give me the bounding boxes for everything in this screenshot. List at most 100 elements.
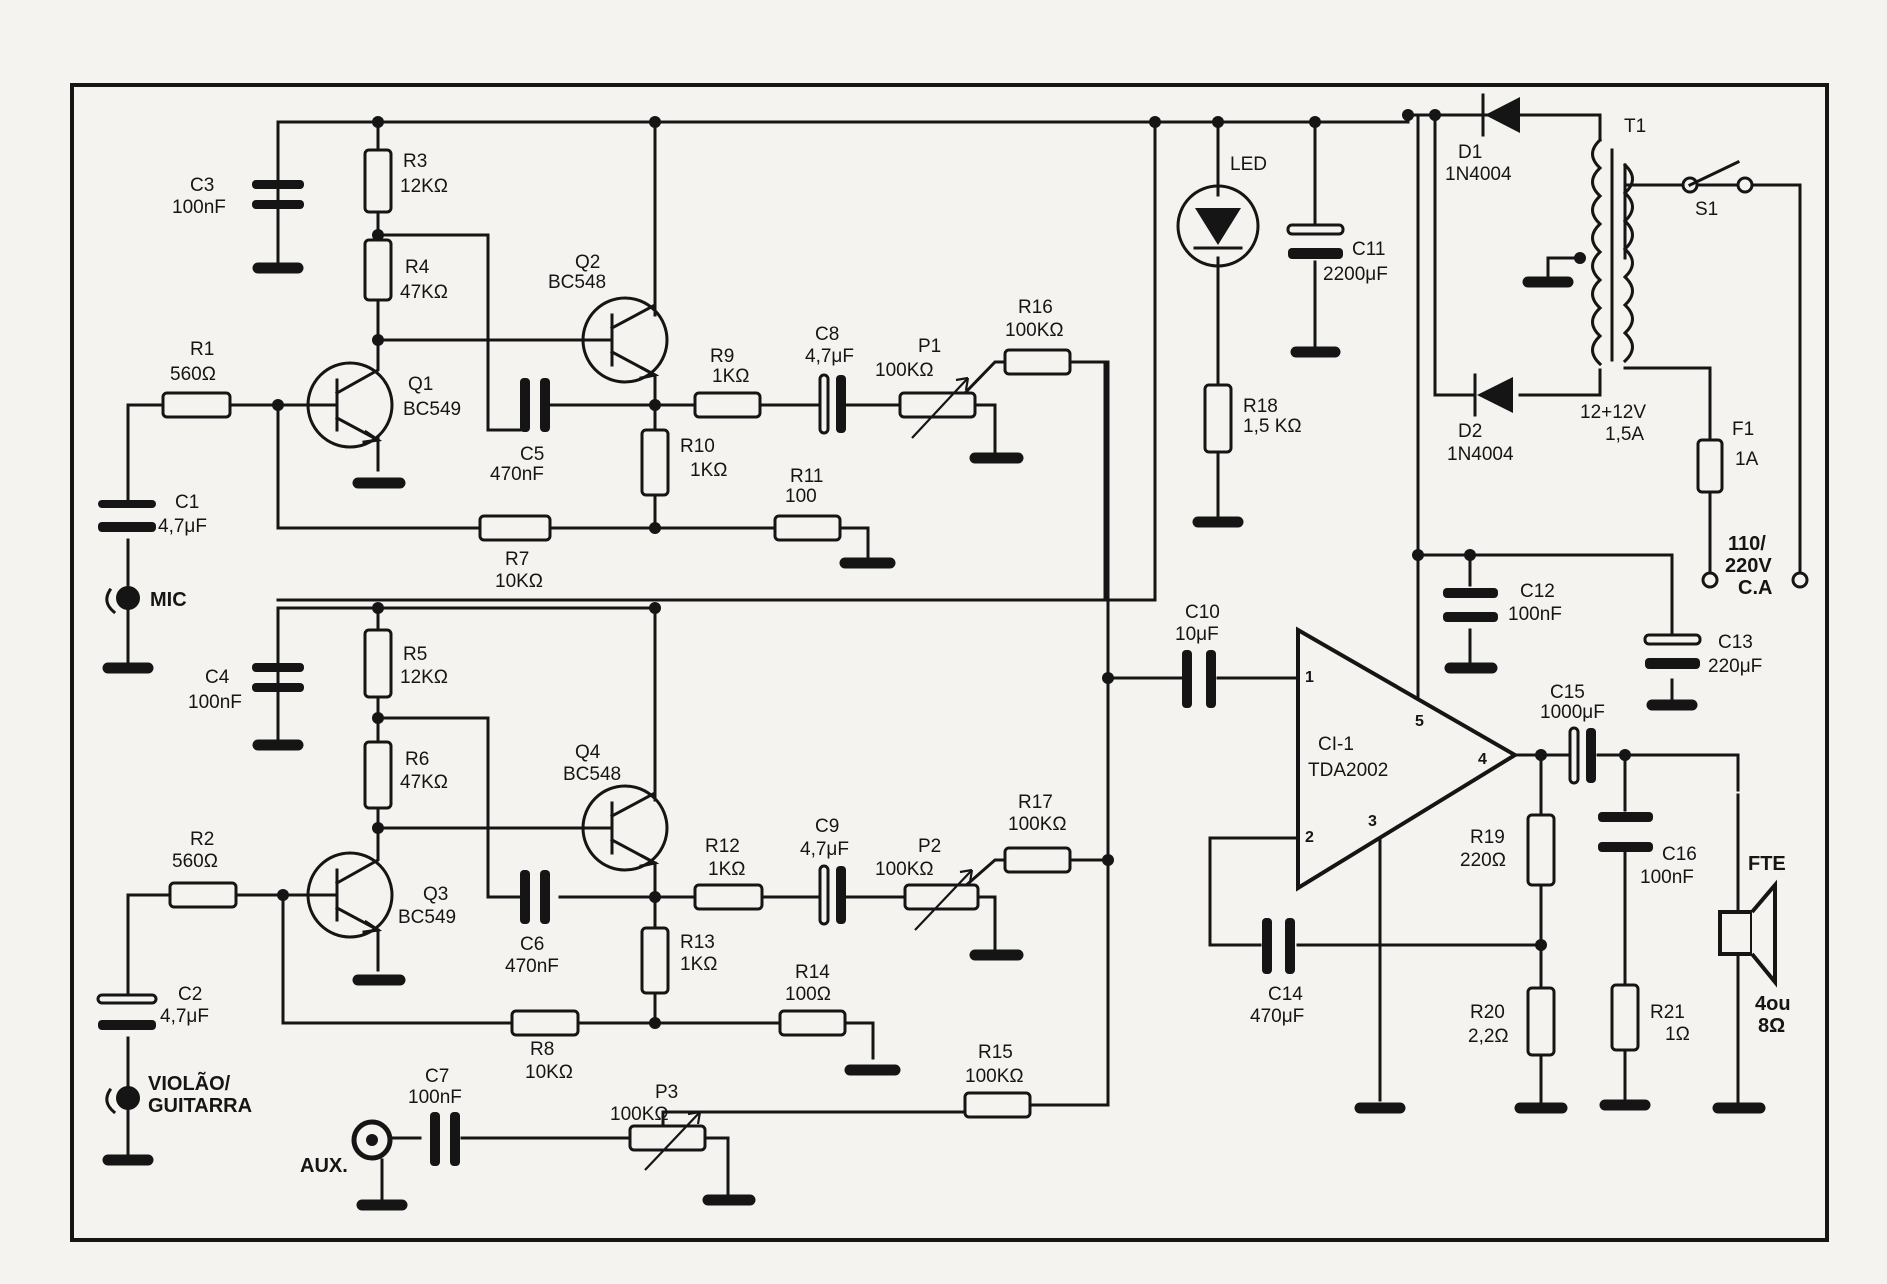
F1-value: 1A [1735, 449, 1759, 470]
R19-value: 220Ω [1460, 850, 1506, 871]
R17-value: 100KΩ [1008, 814, 1067, 835]
C9-value: 4,7μF [800, 839, 849, 860]
capacitor-C4 [252, 663, 304, 672]
resistor-R15 [963, 1091, 1032, 1119]
C13-value: 220μF [1708, 656, 1762, 677]
transistor-Q2 [581, 268, 669, 407]
C9-ref: C9 [815, 816, 839, 837]
R10-value: 1KΩ [690, 460, 727, 481]
R20-value: 2,2Ω [1468, 1026, 1509, 1047]
led-indicator [1176, 184, 1260, 268]
C12-ref: C12 [1520, 581, 1555, 602]
D2-value: 1N4004 [1447, 444, 1514, 465]
transistor-Q3 [303, 826, 394, 939]
resistor-R21 [1610, 983, 1640, 1052]
C16-value: 100nF [1640, 867, 1694, 888]
P1-value: 100KΩ [875, 360, 934, 381]
capacitor-C13 [1643, 633, 1702, 646]
R17-ref: R17 [1018, 792, 1053, 813]
capacitor-C11 [1286, 223, 1345, 236]
Q2-value: BC548 [548, 272, 606, 293]
led-label: LED [1230, 154, 1267, 175]
C3-value: 100nF [172, 197, 226, 218]
C1-ref: C1 [175, 492, 199, 513]
capacitor-C12 [1443, 588, 1498, 598]
T1-value2: 1,5A [1605, 424, 1644, 445]
C14-ref: C14 [1268, 984, 1303, 1005]
junction-dots [272, 109, 1631, 1029]
resistor-R9 [693, 391, 762, 419]
resistor-R7 [478, 514, 552, 542]
R18-ref: R18 [1243, 396, 1278, 417]
mains-label-2: 220V [1725, 555, 1772, 577]
R6-value: 47KΩ [400, 772, 448, 793]
C8-ref: C8 [815, 324, 839, 345]
resistor-R4 [363, 238, 393, 302]
R3-ref: R3 [403, 151, 427, 172]
resistor-R13 [640, 926, 670, 995]
capacitor-C14 [1262, 918, 1272, 974]
R5-value: 12KΩ [400, 667, 448, 688]
C3-ref: C3 [190, 175, 214, 196]
capacitor-C5 [520, 378, 530, 432]
R12-ref: R12 [705, 836, 740, 857]
resistor-R18 [1203, 383, 1233, 454]
Q1-ref: Q1 [408, 374, 433, 395]
R11-ref: R11 [790, 466, 823, 487]
R3-value: 12KΩ [400, 176, 448, 197]
resistor-R5 [363, 628, 393, 699]
 [903, 883, 980, 911]
resistor-R6 [363, 740, 393, 810]
R5-ref: R5 [403, 644, 427, 665]
ic-pin-4: 4 [1478, 751, 1487, 768]
R4-value: 47KΩ [400, 282, 448, 303]
C6-value: 470nF [505, 956, 559, 977]
D1-value: 1N4004 [1445, 164, 1512, 185]
ic-ref: CI-1 [1318, 734, 1354, 755]
C15-ref: C15 [1550, 682, 1585, 703]
guitar-jack-icon [105, 1086, 140, 1162]
R15-value: 100KΩ [965, 1066, 1024, 1087]
resistor-R14 [778, 1009, 847, 1037]
potentiometer-P1 [898, 376, 977, 439]
R15-ref: R15 [978, 1042, 1013, 1063]
transistor-Q4 [581, 758, 669, 899]
resistor-R10 [640, 428, 670, 497]
R10-ref: R10 [680, 436, 715, 457]
mains-terminal-1 [1701, 571, 1719, 589]
R16-ref: R16 [1018, 297, 1053, 318]
capacitor-C7 [430, 1112, 440, 1166]
R11-value: 100 [785, 486, 817, 507]
R9-ref: R9 [710, 346, 734, 367]
capacitor-C16 [1598, 812, 1653, 822]
speaker-label-1: 4ou [1755, 993, 1791, 1015]
C2-ref: C2 [178, 984, 202, 1005]
R1-value: 560Ω [170, 364, 216, 385]
resistor-R11 [773, 514, 842, 542]
D2-ref: D2 [1458, 421, 1482, 442]
P3-value: 100KΩ [610, 1104, 669, 1125]
R6-ref: R6 [405, 749, 429, 770]
R14-value: 100Ω [785, 984, 831, 1005]
R8-ref: R8 [530, 1039, 554, 1060]
P3-ref: P3 [655, 1082, 678, 1103]
aux-label: AUX. [300, 1155, 348, 1177]
Q4-ref: Q4 [575, 742, 601, 763]
speaker-ref: FTE [1748, 853, 1786, 875]
ic-pin-1: 1 [1305, 669, 1314, 686]
mains-label-1: 110/ [1728, 533, 1766, 555]
R14-ref: R14 [795, 962, 830, 983]
C1-value: 4,7μF [158, 516, 207, 537]
R16-value: 100KΩ [1005, 320, 1064, 341]
ic-pin-5: 5 [1415, 713, 1424, 730]
resistor-R17 [1003, 846, 1072, 874]
diode-D1 [1481, 93, 1520, 137]
C2-value: 4,7μF [160, 1006, 209, 1027]
capacitor-C8 [818, 373, 830, 435]
board-frame [70, 83, 1829, 1242]
R2-ref: R2 [190, 829, 214, 850]
C14-value: 470μF [1250, 1006, 1304, 1027]
R18-value: 1,5 KΩ [1243, 416, 1302, 437]
R13-value: 1KΩ [680, 954, 717, 975]
resistor-R12 [693, 883, 764, 911]
